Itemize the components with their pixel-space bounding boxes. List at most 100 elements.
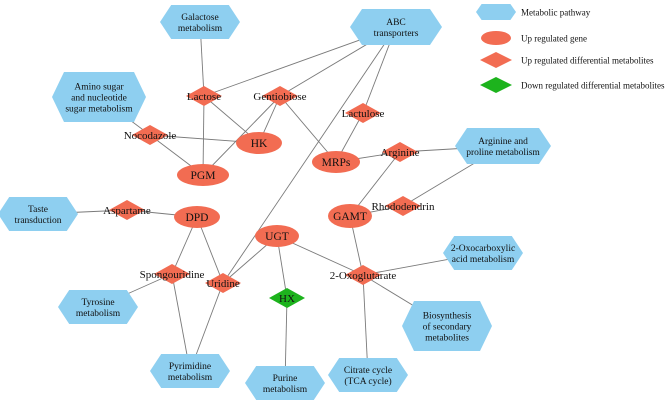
node-label-arginine_pw: Arginine and: [478, 137, 528, 147]
metabolite-diamond-gentiobiose: [262, 86, 298, 106]
node-label-oxo_pw: 2-Oxocarboxylic: [451, 244, 515, 254]
metabolite-diamond-nocodazole: [132, 125, 168, 145]
edge-gentiobiose-mrps: [279, 95, 337, 163]
pathway-hexagon-oxo_pw: [443, 236, 523, 270]
node-label-spongouridine: Spongouridine: [140, 269, 205, 281]
pathway-hexagon-aminosugar: [52, 72, 146, 122]
metabolite-diamond-lactose: [186, 86, 222, 106]
gene-ellipse-mrps: [312, 151, 360, 173]
node-aspartame: Aspartame: [103, 200, 151, 220]
pathway-hexagon-taste: [0, 197, 78, 231]
node-label-biosynth: of secondary: [423, 321, 472, 332]
pathway-hexagon-purine: [245, 366, 325, 400]
gene-ellipse-gamt: [328, 204, 372, 228]
gene-ellipse-ugt: [255, 225, 299, 247]
legend-diamond-icon: [480, 77, 512, 93]
node-label-tyrosine: metabolism: [76, 309, 121, 319]
node-label-arginine_pw: proline metabolism: [466, 148, 540, 158]
pathway-hexagon-citrate: [328, 358, 408, 392]
node-label-pgm: PGM: [191, 170, 216, 182]
node-arginine: Arginine: [381, 142, 420, 162]
legend-item-pathway: Metabolic pathway: [476, 4, 591, 20]
metabolite-diamond-hx: [269, 288, 305, 308]
node-label-lactose: Lactose: [187, 91, 221, 103]
node-label-hx: HX: [279, 293, 295, 305]
node-label-oxo_pw: acid metabolism: [452, 255, 515, 265]
node-label-dpd: DPD: [185, 212, 208, 224]
node-label-galactose: metabolism: [178, 24, 223, 34]
node-nocodazole: Nocodazole: [124, 125, 177, 145]
node-uridine: Uridine: [205, 273, 241, 293]
node-label-lactulose: Lactulose: [342, 108, 385, 120]
node-label-gamt: GAMT: [333, 211, 367, 223]
node-label-aminosugar: sugar metabolism: [65, 104, 133, 114]
node-label-hk: HK: [251, 138, 268, 150]
node-label-tyrosine: Tyrosine: [81, 298, 114, 308]
node-label-ugt: UGT: [265, 231, 289, 243]
edge-gentiobiose-pgm: [202, 95, 281, 176]
metabolite-diamond-lactulose: [345, 103, 381, 123]
legend-item-gene: Up regulated gene: [481, 31, 587, 45]
pathway-hexagon-biosynth: [402, 301, 492, 351]
node-label-taste: Taste: [28, 205, 48, 215]
node-label-uridine: Uridine: [206, 278, 240, 290]
node-label-abc: transporters: [374, 29, 419, 39]
legend-item-down_metabolite: Down regulated differential metabolites: [480, 77, 665, 93]
node-label-pyrimidine: metabolism: [168, 373, 213, 383]
pathway-hexagon-tyrosine: [58, 290, 138, 324]
legend-item-up_metabolite: Up regulated differential metabolites: [480, 52, 654, 68]
metabolite-diamond-arginine: [382, 142, 418, 162]
pathway-hexagon-galactose: [160, 5, 240, 39]
node-mrps: MRPs: [312, 151, 360, 173]
node-label-gentiobiose: Gentiobiose: [253, 91, 306, 103]
node-hx: HX: [269, 288, 305, 308]
metabolite-diamond-spongouridine: [154, 264, 190, 284]
node-spongouridine: Spongouridine: [140, 264, 205, 284]
node-label-purine: Purine: [273, 374, 298, 384]
node-label-oxoglutarate: 2-Oxoglutarate: [330, 270, 397, 282]
node-label-pyrimidine: Pyrimidine: [169, 362, 211, 372]
node-pgm: PGM: [177, 164, 229, 186]
legend-hexagon-icon: [476, 4, 516, 20]
gene-ellipse-dpd: [174, 206, 220, 228]
node-oxoglutarate: 2-Oxoglutarate: [330, 265, 397, 285]
legend-label: Down regulated differential metabolites: [521, 81, 665, 91]
node-label-nocodazole: Nocodazole: [124, 130, 177, 142]
node-label-taste: transduction: [15, 216, 62, 226]
node-citrate: Citrate cycle(TCA cycle): [328, 358, 408, 392]
metabolite-diamond-aspartame: [109, 200, 145, 220]
node-label-citrate: (TCA cycle): [344, 376, 391, 387]
metabolite-diamond-oxoglutarate: [345, 265, 381, 285]
legend-label: Metabolic pathway: [521, 8, 591, 18]
gene-ellipse-hk: [236, 132, 282, 154]
edge-dpd-uridine: [196, 216, 224, 284]
metabolite-diamond-rhododendrin: [385, 196, 421, 216]
node-label-rhododendrin: Rhododendrin: [372, 201, 435, 213]
node-label-biosynth: metabolites: [425, 333, 469, 343]
node-label-citrate: Citrate cycle: [344, 366, 392, 376]
edge-lactose-pgm: [202, 95, 205, 176]
nodes-layer: GalactosemetabolismABCtransportersAmino …: [0, 5, 551, 400]
node-label-abc: ABC: [386, 18, 406, 28]
node-label-aspartame: Aspartame: [103, 205, 151, 217]
node-label-mrps: MRPs: [322, 157, 351, 169]
metabolite-diamond-uridine: [205, 273, 241, 293]
pathway-hexagon-pyrimidine: [150, 354, 230, 388]
node-label-galactose: Galactose: [181, 13, 218, 23]
node-label-aminosugar: Amino sugar: [74, 82, 124, 92]
pathway-hexagon-abc: [350, 9, 442, 45]
node-gentiobiose: Gentiobiose: [253, 86, 307, 106]
node-label-biosynth: Biosynthesis: [423, 311, 472, 321]
node-lactose: Lactose: [186, 86, 222, 106]
gene-ellipse-pgm: [177, 164, 229, 186]
pathway-hexagon-arginine_pw: [455, 128, 551, 164]
node-hk: HK: [236, 132, 282, 154]
